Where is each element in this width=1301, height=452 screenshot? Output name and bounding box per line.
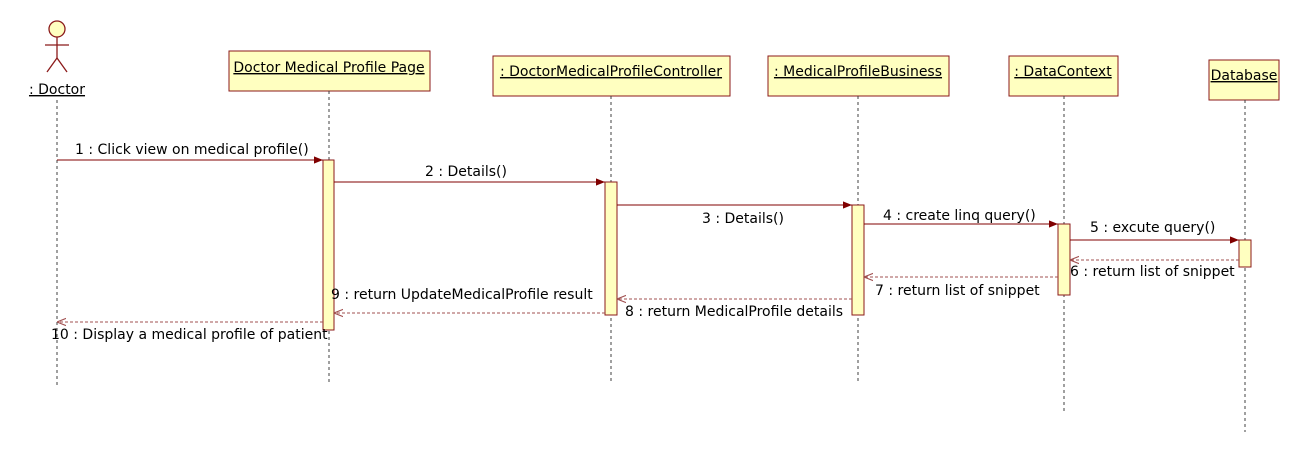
message-label: 6 : return list of snippet (1070, 264, 1235, 280)
actor-doctor: : Doctor (29, 20, 85, 98)
message-2: 2 : Details() (334, 164, 605, 186)
participant-datacontext: : DataContext (1008, 55, 1119, 97)
message-5: 5 : excute query() (1070, 220, 1239, 244)
activation-bar-datacontext (1057, 223, 1071, 296)
participant-box (767, 55, 950, 97)
participant-box (228, 50, 431, 92)
message-label: 8 : return MedicalProfile details (625, 304, 843, 320)
message-label: 2 : Details() (425, 164, 507, 180)
message-label: 9 : return UpdateMedicalProfile result (331, 287, 593, 303)
activation-bar-controller (604, 181, 618, 316)
activation-bar-database (1238, 239, 1252, 268)
participant-box (1008, 55, 1119, 97)
participant-label: : DataContext (1014, 64, 1112, 80)
message-label: 7 : return list of snippet (875, 283, 1040, 299)
participant-label: : DoctorMedicalProfileController (500, 64, 722, 80)
message-1: 1 : Click view on medical profile() (57, 142, 323, 164)
participant-box (492, 55, 731, 97)
participant-label: : MedicalProfileBusiness (774, 64, 942, 80)
message-label: 10 : Display a medical profile of patien… (51, 327, 328, 343)
participant-box (1208, 59, 1280, 101)
participant-page: Doctor Medical Profile Page (228, 50, 431, 92)
message-6: 6 : return list of snippet (1070, 260, 1239, 280)
message-7: 7 : return list of snippet (864, 277, 1058, 299)
message-8: 8 : return MedicalProfile details (617, 299, 852, 320)
participant-label: Database (1211, 68, 1278, 84)
stick-figure-icon (45, 20, 69, 73)
message-label: 1 : Click view on medical profile() (75, 142, 309, 158)
activation-bar-page (322, 159, 335, 331)
participant-database: Database (1208, 59, 1280, 101)
activation-bar-business (851, 204, 865, 316)
participant-label: Doctor Medical Profile Page (233, 60, 424, 76)
message-label: 3 : Details() (702, 211, 784, 227)
message-3: 3 : Details() (617, 201, 852, 227)
message-label: 4 : create linq query() (883, 208, 1036, 224)
message-10: 10 : Display a medical profile of patien… (51, 322, 328, 343)
actor-label: : Doctor (29, 82, 85, 98)
message-4: 4 : create linq query() (864, 208, 1058, 228)
participant-controller: : DoctorMedicalProfileController (492, 55, 731, 97)
message-label: 5 : excute query() (1090, 220, 1215, 236)
message-9: 9 : return UpdateMedicalProfile result (331, 287, 605, 313)
participant-business: : MedicalProfileBusiness (767, 55, 950, 97)
